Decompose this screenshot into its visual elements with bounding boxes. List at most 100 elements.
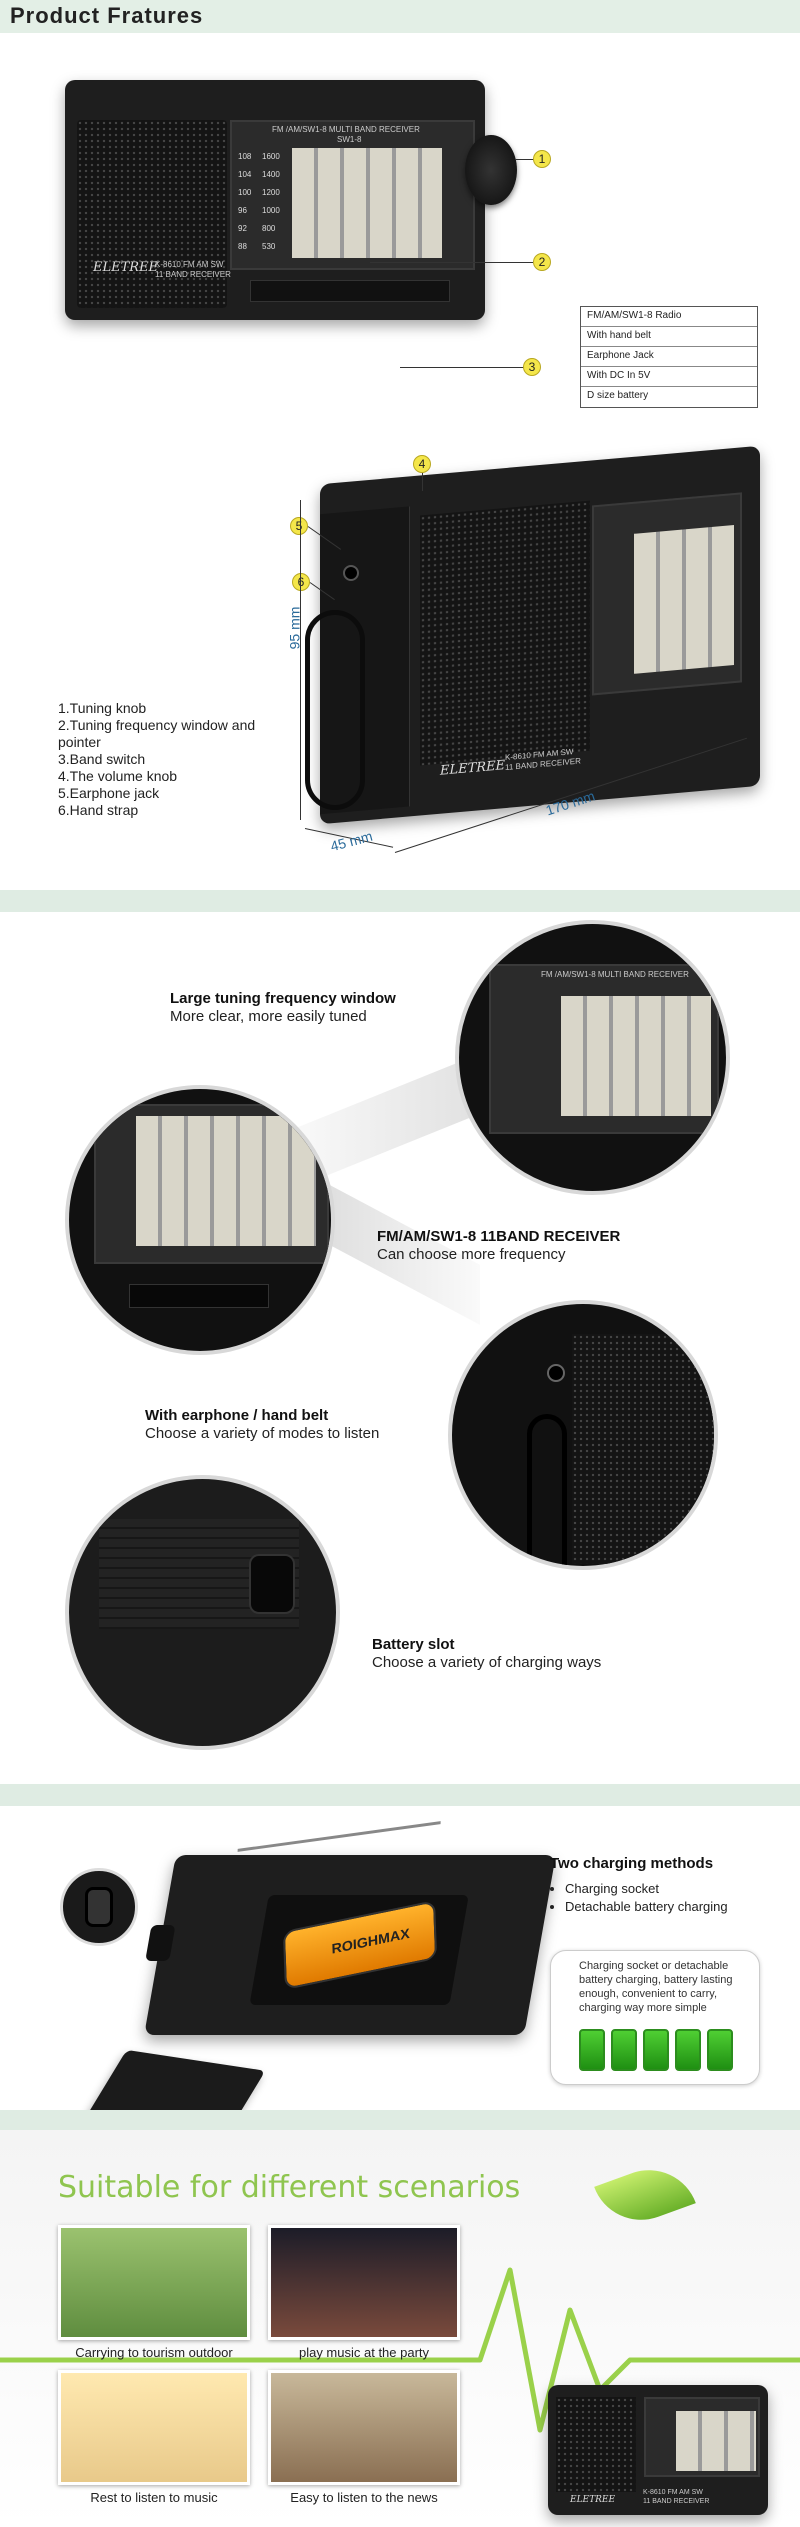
part-item: 5.Earphone jack (58, 785, 160, 801)
earphone-jack (547, 1364, 565, 1382)
fm-label: 96 (238, 206, 247, 215)
battery-brand: ROIGHMAX (331, 1925, 410, 1957)
frequency-panel (644, 2397, 760, 2477)
feature-title: Battery slot (372, 1636, 455, 1653)
section-separator (0, 2110, 800, 2132)
side-knob (145, 1925, 176, 1961)
frequency-panel: FM /AM/SW1-8 MULTI BAND RECEIVER (489, 964, 719, 1134)
parts-list: 1.Tuning knob 2.Tuning frequency window … (58, 700, 278, 819)
fm-label: 88 (238, 242, 247, 251)
marker-4: 4 (413, 455, 431, 473)
fm-label: 104 (238, 170, 252, 179)
part-item: 4.The volume knob (58, 768, 178, 784)
charging-note: Charging socket or detachable battery ch… (579, 1960, 733, 2014)
battery-charge-icon (579, 2029, 605, 2071)
am-label: 1000 (262, 206, 280, 215)
scenario-caption: play music at the party (298, 2345, 430, 2360)
feature-circle-panel-zoom: FM /AM/SW1-8 MULTI BAND RECEIVER (455, 920, 730, 1195)
part-item: 1.Tuning knob (58, 700, 147, 716)
feature-title: FM/AM/SW1-8 11BAND RECEIVER (377, 1228, 621, 1245)
brand-label: ELETREE (570, 2495, 616, 2505)
frequency-scale (292, 148, 442, 258)
section-header (0, 0, 800, 33)
frequency-panel (592, 492, 742, 696)
radio-front-image: FM /AM/SW1-8 MULTI BAND RECEIVER SW1-8 1… (65, 80, 485, 320)
brand-label: ELETREE (93, 260, 159, 275)
battery-charge-icon (611, 2029, 637, 2071)
section-separator (0, 890, 800, 912)
model-label: K-8610 FM AM SW (155, 260, 224, 269)
panel-title: FM /AM/SW1-8 MULTI BAND RECEIVER (272, 125, 420, 134)
scenario-photo (268, 2225, 460, 2340)
scenario-photo (58, 2225, 250, 2340)
frequency-panel (94, 1104, 329, 1264)
panel-title: FM /AM/SW1-8 MULTI BAND RECEIVER (541, 970, 689, 979)
speaker-grille (572, 1334, 714, 1564)
scenario-photo (58, 2370, 250, 2485)
battery-charge-icon (675, 2029, 701, 2071)
charging-item: Detachable battery charging (565, 1898, 728, 1916)
dimension-height: 95 mm (286, 606, 303, 650)
scenario-caption: Rest to listen to music (90, 2490, 218, 2505)
feature-subtitle: More clear, more easily tuned (170, 1008, 367, 1025)
band-switch (129, 1284, 269, 1308)
speaker-grille (420, 500, 590, 766)
marker-3: 3 (523, 358, 541, 376)
battery-socket (249, 1554, 295, 1614)
am-label: 1600 (262, 152, 280, 161)
dimension-depth: 45 mm (328, 827, 375, 855)
speaker-grille (556, 2397, 636, 2492)
radio-open-battery-image: ROIGHMAX (144, 1821, 556, 2035)
am-labels: 1600 1400 1200 1000 800 530 (262, 148, 290, 256)
spec-item: With DC In 5V (581, 367, 757, 387)
radio-side-image: ELETREE K-8610 FM AM SW 11 BAND RECEIVER (320, 445, 760, 825)
speaker-grille (77, 120, 227, 308)
scenario-photo (268, 2370, 460, 2485)
battery-icons (579, 2029, 733, 2071)
part-item: 3.Band switch (58, 751, 146, 767)
panel-subtitle: SW1-8 (337, 135, 362, 144)
part-item: 6.Hand strap (58, 802, 139, 818)
frequency-panel: FM /AM/SW1-8 MULTI BAND RECEIVER SW1-8 1… (230, 120, 475, 270)
feature-circle-scale-zoom (65, 1085, 335, 1355)
frequency-scale (634, 525, 734, 674)
page-title: Product Fratures (10, 3, 204, 28)
tuning-knob[interactable] (465, 135, 517, 205)
am-label: 1400 (262, 170, 280, 179)
radio-small-image: ELETREE K-8610 FM AM SW 11 BAND RECEIVER (548, 2385, 768, 2515)
charging-title: Two charging methods (550, 1855, 714, 1872)
leader-line (400, 367, 533, 368)
band-label: 11 BAND RECEIVER (155, 270, 231, 279)
fm-label: 108 (238, 152, 252, 161)
charging-item: Charging socket (565, 1880, 728, 1898)
section-separator (0, 1784, 800, 1806)
part-item: 2.Tuning frequency window and pointer (58, 717, 256, 750)
socket-thumbnail (60, 1868, 138, 1946)
marker-2: 2 (533, 253, 551, 271)
spec-item: Earphone Jack (581, 347, 757, 367)
battery-charge-icon (643, 2029, 669, 2071)
dimension-line (300, 500, 301, 820)
feature-circle-battery-zoom (65, 1475, 340, 1750)
spec-item: FM/AM/SW1-8 Radio (581, 307, 757, 327)
fm-label: 92 (238, 224, 247, 233)
socket-icon (85, 1887, 113, 1927)
earphone-jack[interactable] (343, 565, 359, 581)
scenario-caption: Carrying to tourism outdoor (75, 2345, 233, 2360)
feature-subtitle: Choose a variety of charging ways (372, 1654, 602, 1671)
band-switch[interactable] (250, 280, 450, 302)
marker-1: 1 (533, 150, 551, 168)
frequency-scale (561, 996, 711, 1116)
heartbeat-line (0, 2267, 800, 2433)
heartbeat-path (0, 2267, 800, 2433)
feature-circle-jack-zoom (448, 1300, 718, 1570)
hand-strap (305, 610, 365, 810)
frequency-scale (676, 2411, 756, 2471)
leader-line (422, 473, 423, 491)
am-label: 1200 (262, 188, 280, 197)
feature-title: With earphone / hand belt (145, 1407, 329, 1424)
charging-note-box: Charging socket or detachable battery ch… (550, 1950, 760, 2085)
charging-list: Charging socket Detachable battery charg… (565, 1880, 728, 1916)
spec-item: With hand belt (581, 327, 757, 347)
spec-list: FM/AM/SW1-8 Radio With hand belt Earphon… (580, 306, 758, 408)
